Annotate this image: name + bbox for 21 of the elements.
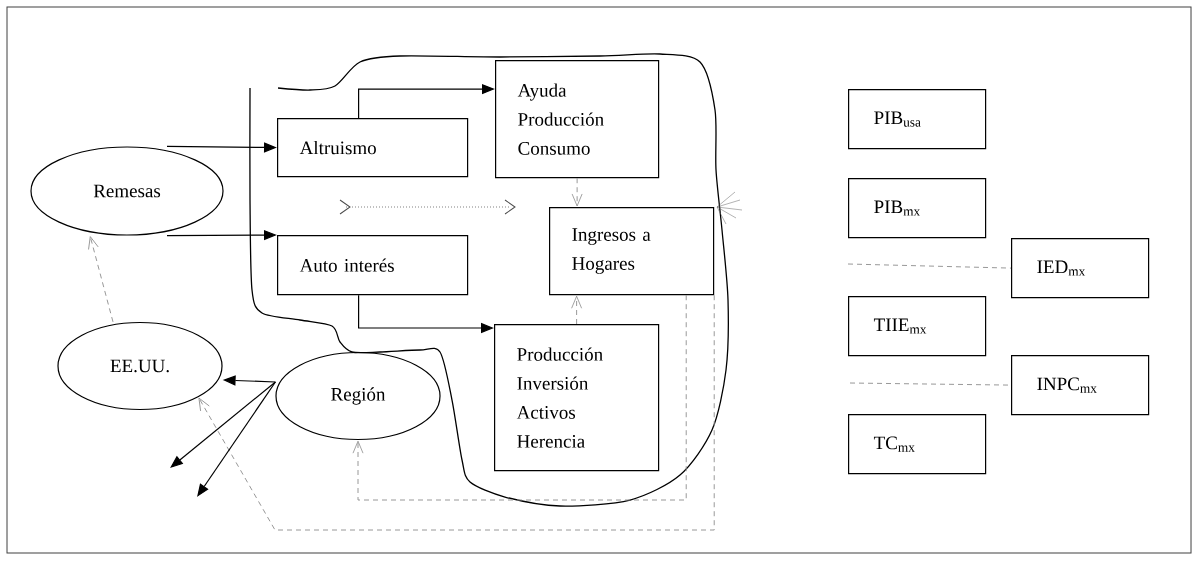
variable-box: IED$_{mx}$ (1011, 238, 1150, 299)
oval-node: EE.UU. (57, 321, 223, 411)
arrow (170, 381, 276, 468)
process-box: Altruismo (277, 118, 469, 178)
arrow (88, 236, 114, 323)
oval-node: Región (275, 351, 441, 441)
variable-box: INPC$_{mx}$ (1011, 355, 1150, 416)
variable-box: TIIE$_{mx}$ (848, 296, 987, 357)
arrow (197, 381, 276, 497)
process-box: Auto interés (277, 235, 469, 296)
arrow (571, 295, 582, 325)
oval-node: Remesas (30, 146, 224, 236)
variable-box: TC$_{mx}$ (848, 414, 987, 475)
variable-box: PIB$_{mx}$ (848, 178, 987, 239)
process-box: Producción Inversión Activos Herencia (494, 324, 660, 472)
process-box: Ayuda Producción Consumo (495, 60, 660, 179)
arrow (352, 294, 687, 501)
variable-box: PIB$_{usa}$ (848, 89, 987, 150)
arrow (198, 294, 715, 531)
process-box: Ingresos a Hogares (549, 207, 715, 296)
arrow (571, 177, 583, 207)
